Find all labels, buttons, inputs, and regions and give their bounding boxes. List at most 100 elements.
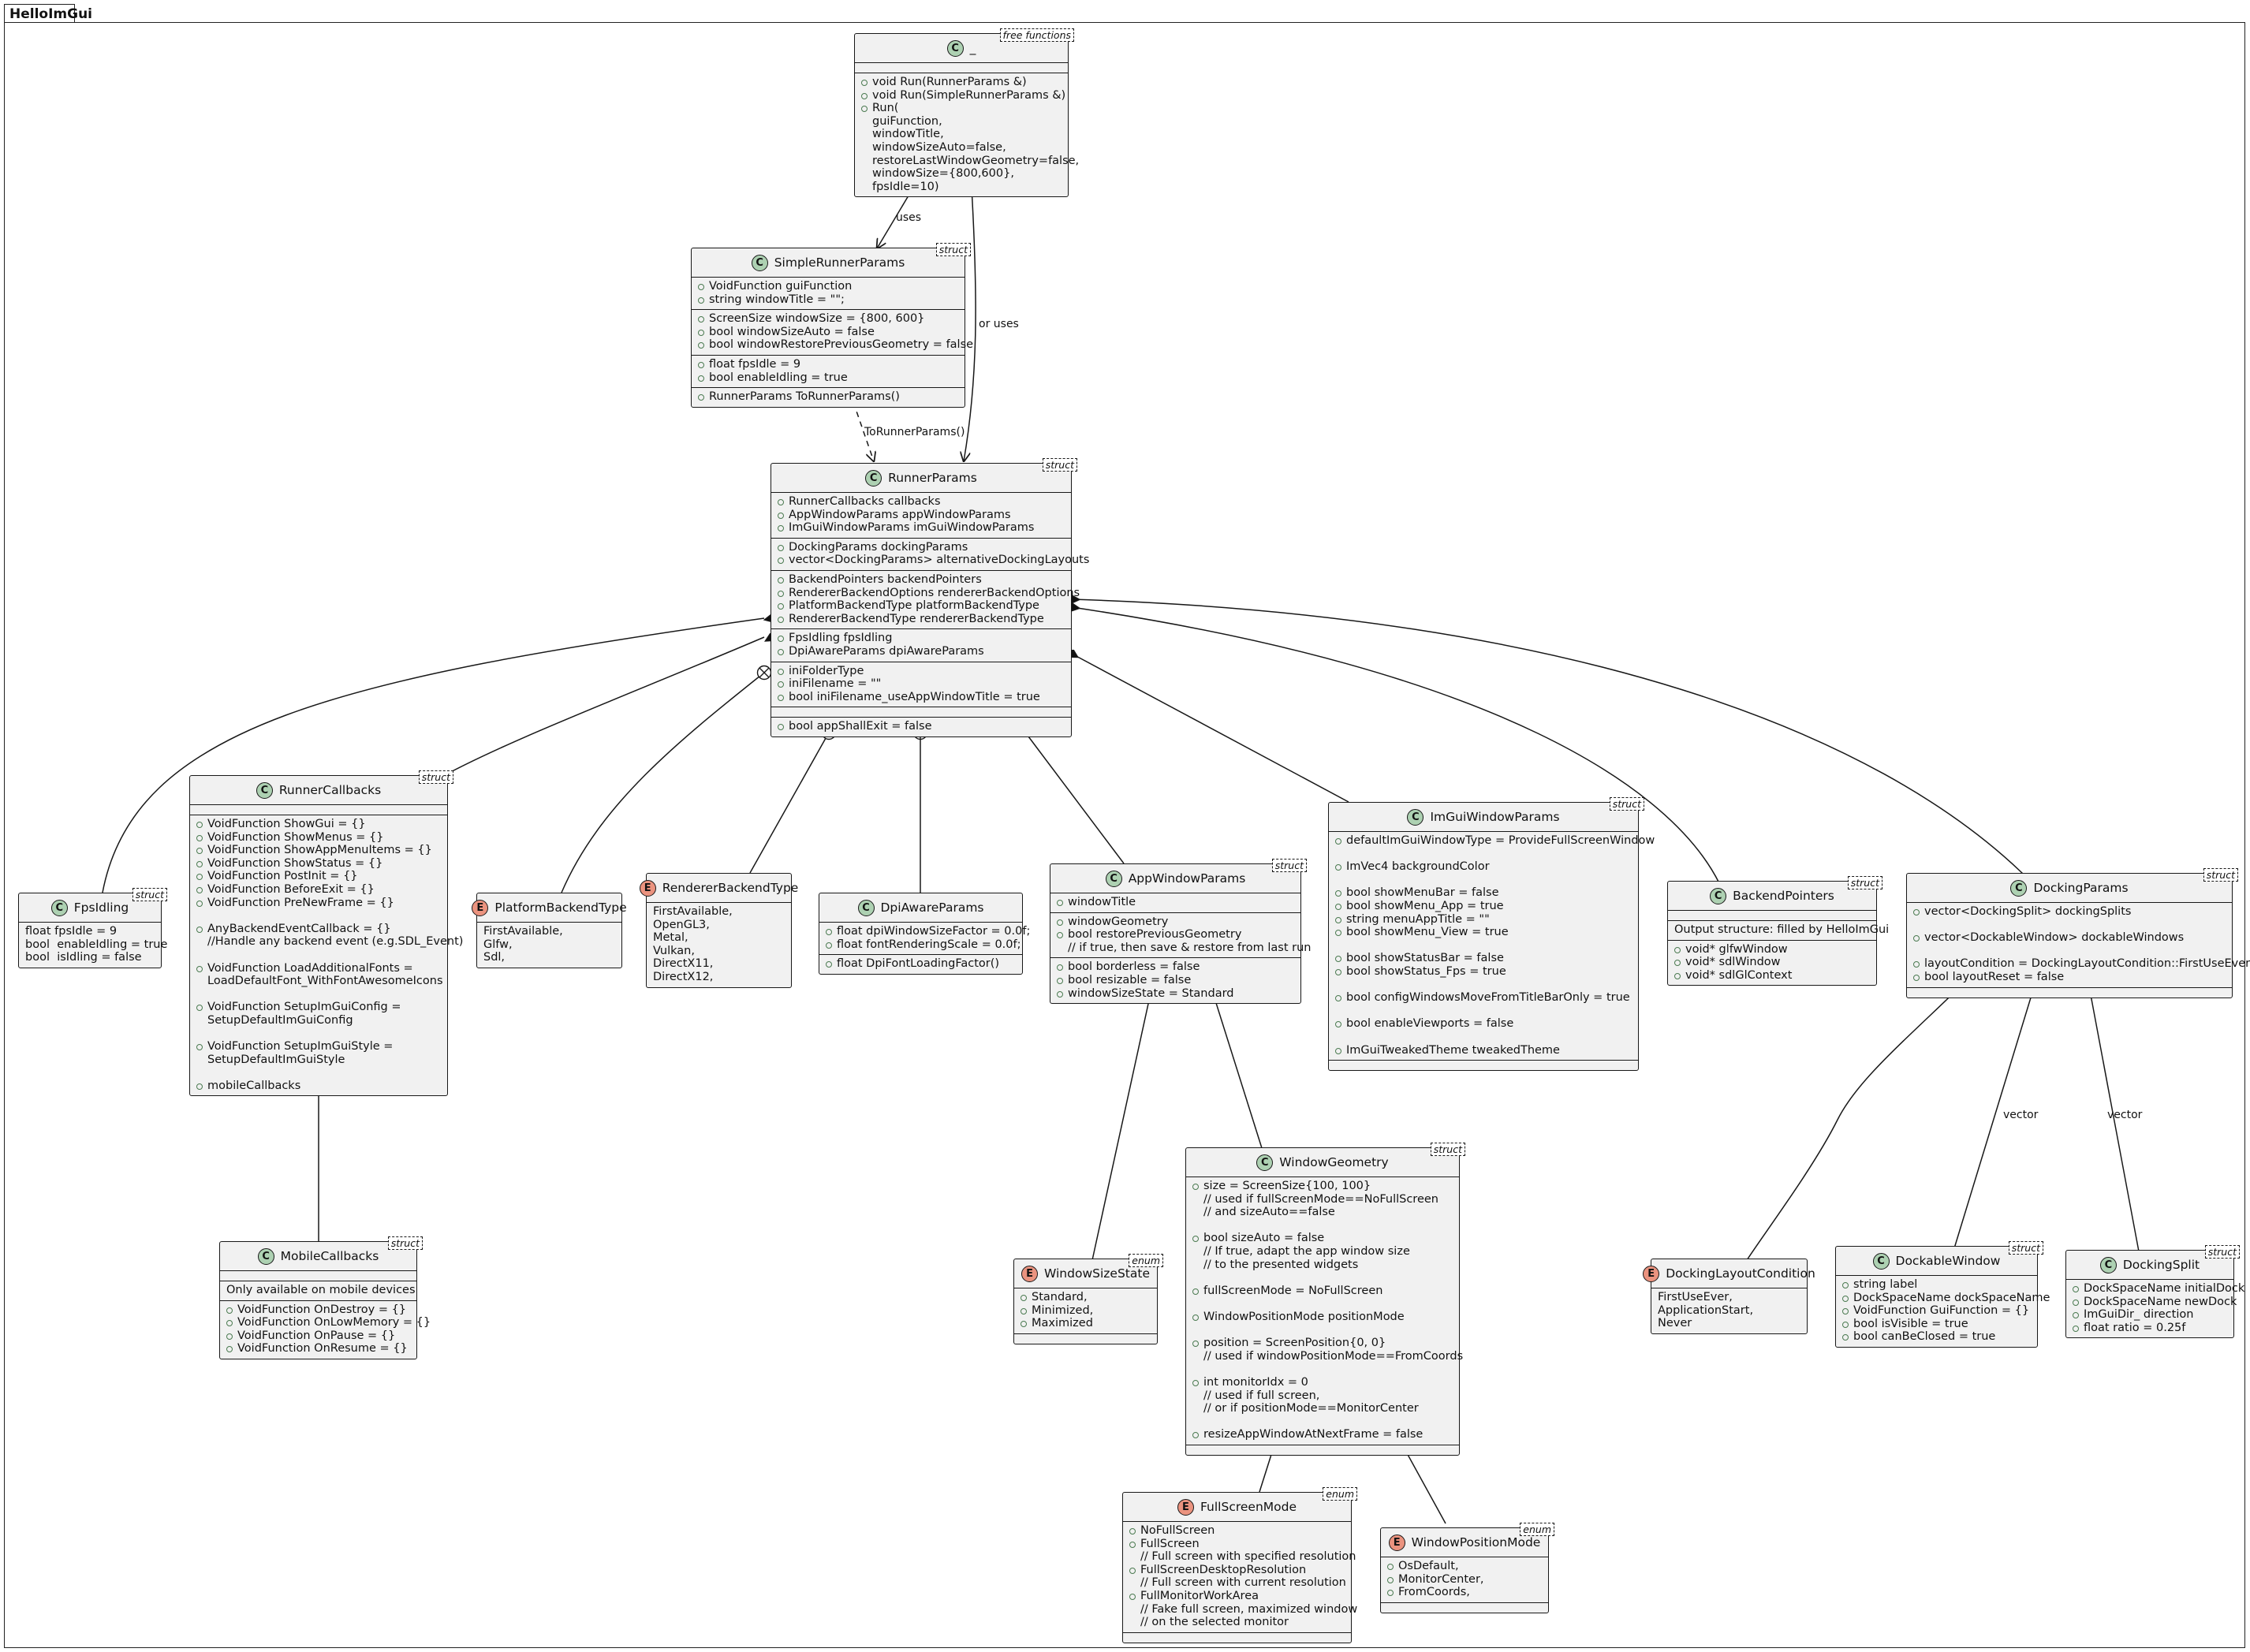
class-name: BackendPointers (1733, 889, 1834, 903)
edge-or-uses (964, 187, 976, 461)
class-name: _ (969, 41, 976, 55)
member-line (1335, 1005, 1632, 1018)
class-section (1014, 1333, 1157, 1344)
member-line: vector<DockableWindow> dockableWindows (1913, 931, 2226, 945)
class-section: FirstAvailable,Glfw,Sdl, (477, 922, 621, 968)
member-line (1335, 874, 1632, 887)
member-line: float fontRenderingScale = 0.0f; (826, 938, 1021, 952)
enum-badge-icon: E (1643, 1265, 1660, 1282)
member-line: VoidFunction BeforeExit = {} (196, 883, 441, 897)
edge-to-runner-params (853, 401, 874, 461)
class-name: DpiAwareParams (880, 901, 984, 915)
member-line: VoidFunction LoadAdditionalFonts = (196, 962, 441, 975)
stereotype-tag: struct (1609, 797, 1644, 811)
class-badge-icon: C (1872, 1252, 1890, 1270)
member-line: // used if fullScreenMode==NoFullScreen (1203, 1192, 1438, 1206)
nested-marker (756, 665, 772, 681)
member-line: windowGeometry (1057, 915, 1294, 929)
member-line: Output structure: filled by HelloImGui (1674, 923, 1890, 936)
class-section: FirstUseEver,ApplicationStart,Never (1651, 1288, 1807, 1333)
class-section: defaultImGuiWindowType = ProvideFullScre… (1329, 831, 1655, 1060)
class-name: RendererBackendType (662, 881, 799, 895)
edge-docking-docksplit (2081, 948, 2140, 1252)
class-name: FullScreenMode (1200, 1500, 1297, 1514)
member-line: Minimized, (1021, 1304, 1151, 1318)
edge-runner-fpsidling (102, 617, 765, 893)
class-badge-icon: C (1710, 887, 1727, 904)
class-header: C_free functions (855, 28, 1074, 62)
class-section (220, 1270, 416, 1281)
class-section: FirstAvailable,OpenGL3,Metal,Vulkan,Dire… (647, 902, 791, 987)
member-line: DirectX12, (653, 970, 714, 983)
stereotype-tag: enum (1323, 1487, 1357, 1501)
member-line: VoidFunction PreNewFrame = {} (196, 897, 441, 910)
member-line: defaultImGuiWindowType = ProvideFullScre… (1335, 834, 1655, 848)
member-line: // Fake full screen, maximized window (1140, 1602, 1358, 1616)
member-line: windowSize={800,600}, (872, 167, 1014, 181)
member-line: AnyBackendEventCallback = {} (196, 923, 441, 936)
class-section: windowTitle (1050, 893, 1300, 912)
member-line (1335, 1031, 1632, 1044)
member-line: size = ScreenSize{100, 100} (1192, 1180, 1453, 1193)
member-line: FullMonitorWorkArea (1129, 1590, 1345, 1603)
member-line: VoidFunction OnResume = {} (226, 1342, 410, 1356)
member-line: Only available on mobile devices (226, 1284, 416, 1296)
member-line: DockSpaceName newDock (2073, 1296, 2237, 1309)
stereotype-tag: struct (387, 1236, 423, 1250)
class-section: vector<DockingSplit> dockingSplits vecto… (1907, 902, 2250, 987)
member-line: bool iniFilename_useAppWindowTitle = tru… (778, 691, 1065, 704)
member-line: string menuAppTitle = "" (1335, 913, 1632, 927)
member-line: FirstAvailable, (653, 905, 733, 918)
member-line: float dpiWindowSizeFactor = 0.0f; (826, 925, 1030, 938)
member-line (1192, 1415, 1453, 1429)
member-line: ImGuiDir_ direction (2073, 1308, 2227, 1322)
member-line: Never (1658, 1317, 1692, 1330)
member-line (1335, 848, 1632, 861)
member-line: VoidFunction ShowStatus = {} (196, 857, 441, 871)
member-line: VoidFunction ShowMenus = {} (196, 831, 441, 845)
class-name: DockingSplit (2122, 1258, 2200, 1272)
member-line: bool appShallExit = false (778, 720, 1065, 733)
member-line: bool canBeClosed = true (1842, 1330, 2031, 1344)
member-line: int monitorIdx = 0 (1192, 1376, 1453, 1389)
member-line (1192, 1363, 1453, 1376)
member-line: iniFilename = "" (778, 677, 1065, 691)
member-line (1192, 1271, 1453, 1285)
member-line: bool borderless = false (1057, 960, 1294, 974)
member-line (1913, 919, 2226, 932)
edge-runner-renderer (749, 732, 830, 874)
member-line: FirstAvailable, (483, 925, 563, 938)
edge-runner-appwin (1023, 729, 1125, 864)
enum-badge-icon: E (472, 899, 489, 916)
member-line (196, 988, 441, 1001)
